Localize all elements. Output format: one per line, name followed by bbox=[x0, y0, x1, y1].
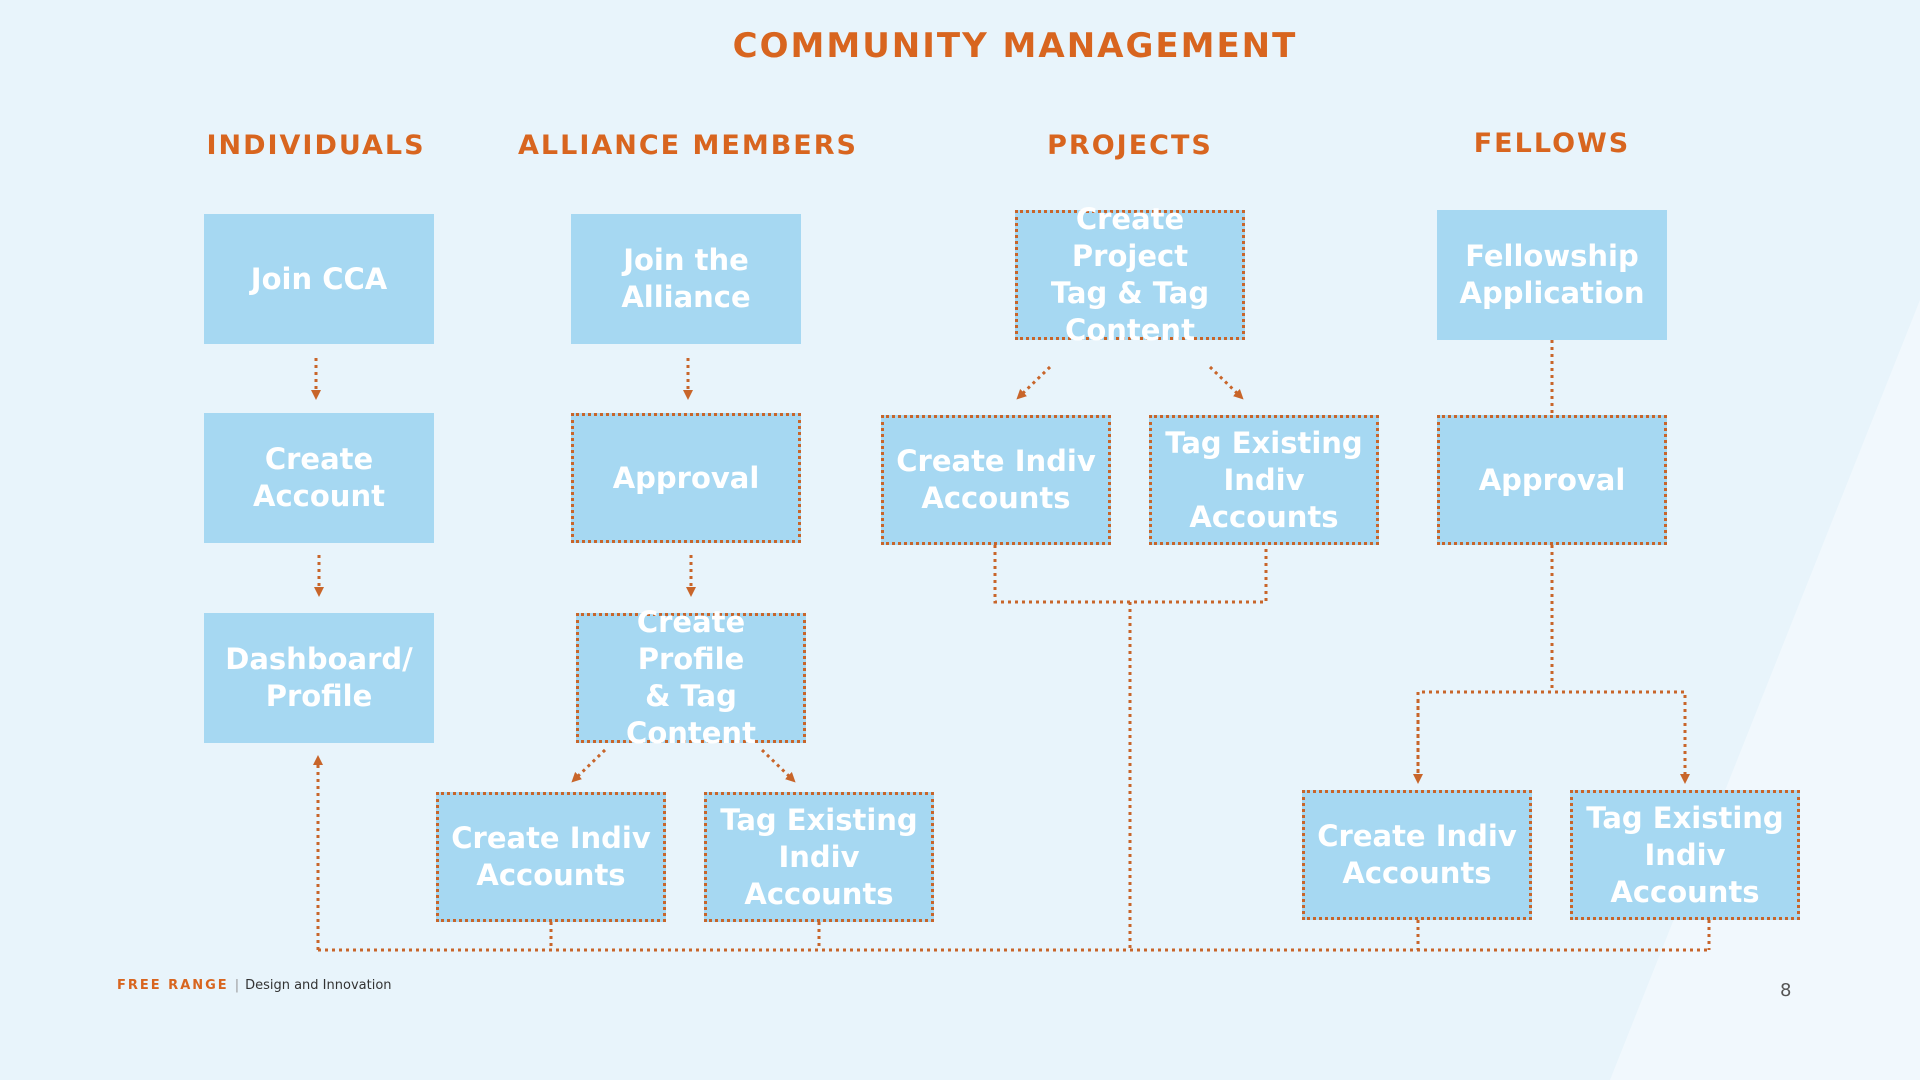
node-join-alliance: Join the Alliance bbox=[571, 214, 801, 344]
column-heading-alliance-members: ALLIANCE MEMBERS bbox=[518, 130, 858, 161]
footer-tagline: Design and Innovation bbox=[245, 978, 392, 993]
node-fellows-tag-existing-accounts: Tag Existing Indiv Accounts bbox=[1570, 790, 1800, 920]
node-dashboard-profile: Dashboard/ Profile bbox=[204, 613, 434, 743]
node-fellows-approval: Approval bbox=[1437, 415, 1667, 545]
footer-brand: FREE RANGE bbox=[117, 978, 229, 993]
node-fellows-create-indiv-accounts: Create Indiv Accounts bbox=[1302, 790, 1532, 920]
page-title: COMMUNITY MANAGEMENT bbox=[732, 26, 1298, 66]
node-alliance-create-indiv-accounts: Create Indiv Accounts bbox=[436, 792, 666, 922]
node-projects-create-indiv-accounts: Create Indiv Accounts bbox=[881, 415, 1111, 545]
column-heading-fellows: FELLOWS bbox=[1473, 128, 1631, 159]
page-number: 8 bbox=[1780, 980, 1792, 1001]
footer: FREE RANGE | Design and Innovation bbox=[117, 978, 392, 993]
node-create-account: Create Account bbox=[204, 413, 434, 543]
node-fellowship-application: Fellowship Application bbox=[1437, 210, 1667, 340]
footer-separator: | bbox=[234, 978, 240, 993]
node-create-profile-tag-content: Create Profile & Tag Content bbox=[576, 605, 806, 750]
column-heading-projects: PROJECTS bbox=[1047, 130, 1213, 161]
node-alliance-approval: Approval bbox=[571, 413, 801, 543]
node-projects-tag-existing-accounts: Tag Existing Indiv Accounts bbox=[1149, 415, 1379, 545]
node-join-cca: Join CCA bbox=[204, 214, 434, 344]
node-alliance-tag-existing-accounts: Tag Existing Indiv Accounts bbox=[704, 792, 934, 922]
column-heading-individuals: INDIVIDUALS bbox=[206, 130, 426, 161]
node-create-project-tag: Create Project Tag & Tag Content bbox=[1015, 202, 1245, 347]
